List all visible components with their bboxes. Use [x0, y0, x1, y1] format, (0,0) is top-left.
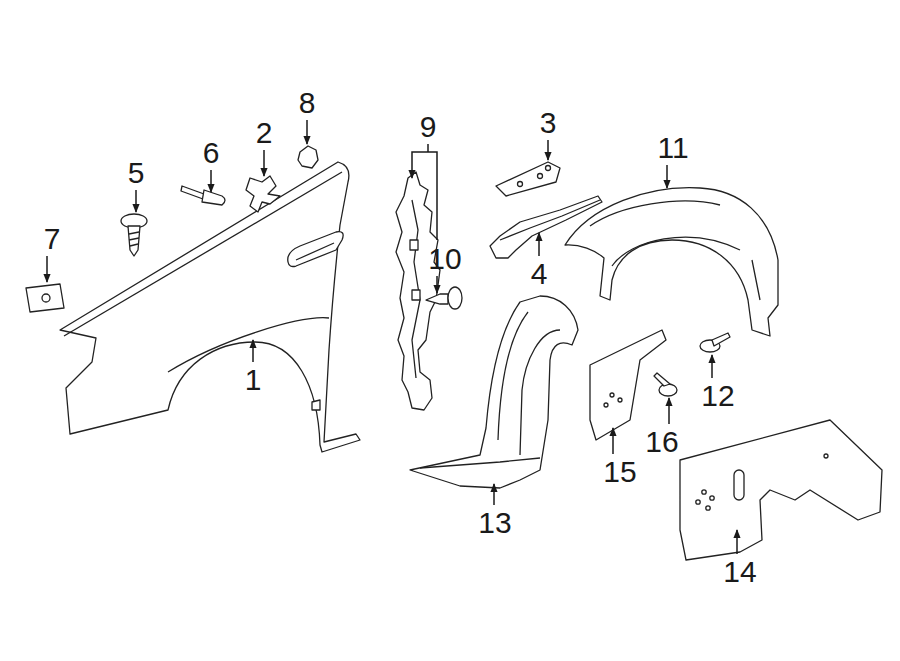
leader-line	[436, 276, 438, 293]
shield-hole	[702, 490, 706, 494]
seal-hole	[412, 290, 420, 300]
underbody-shield	[680, 420, 882, 560]
plate-hole	[546, 166, 551, 171]
shield-hole	[610, 393, 614, 397]
leader-line	[210, 170, 212, 192]
front-wheelhouse-liner	[410, 296, 578, 488]
bolt-shank	[128, 226, 140, 256]
leader-line	[252, 340, 254, 362]
leader-line	[135, 190, 137, 212]
shield-slot	[734, 470, 744, 500]
liner-rib	[420, 458, 540, 468]
rear-wheelhouse-liner	[565, 188, 778, 336]
shield-hole	[710, 496, 714, 500]
shield-hole	[824, 454, 828, 458]
leader-line	[711, 355, 713, 378]
fender-vent-inner	[296, 243, 334, 260]
fender-vent	[288, 232, 343, 267]
leader-line	[666, 165, 668, 188]
leader-line	[306, 120, 308, 144]
callout-number: 10	[428, 244, 461, 274]
plate-hole	[538, 174, 543, 179]
reinforcement-plate	[496, 162, 560, 196]
push-pin-head	[202, 190, 225, 205]
screw	[426, 294, 448, 304]
shield-hole	[706, 506, 710, 510]
clip-hole	[42, 294, 50, 302]
callout-number: 12	[701, 381, 734, 411]
callout-number: 5	[128, 158, 145, 188]
callout-number: 16	[645, 427, 678, 457]
callout-number: 7	[44, 224, 61, 254]
callout-number: 15	[603, 457, 636, 487]
liner-rib	[590, 201, 760, 300]
callout-number: 2	[256, 118, 273, 148]
bracket	[246, 176, 280, 212]
leader-line	[263, 150, 265, 176]
seal-hole	[410, 240, 418, 250]
screw-shank	[654, 373, 670, 386]
fender-tab	[312, 400, 320, 410]
push-pin	[181, 186, 204, 199]
callout-number: 3	[540, 108, 557, 138]
clip-nut	[26, 284, 64, 312]
callout-number: 14	[723, 557, 756, 587]
callout-number: 11	[657, 133, 688, 163]
callout-number: 1	[245, 365, 262, 395]
callout-number: 6	[203, 138, 220, 168]
screw-head	[659, 384, 677, 396]
fender	[60, 162, 360, 452]
leader-line	[46, 256, 48, 282]
leader-line	[493, 484, 495, 505]
callout-number: 4	[531, 259, 548, 289]
screw-head	[448, 287, 462, 309]
leader-line	[538, 233, 540, 256]
callout-number: 8	[299, 88, 316, 118]
callout-number: 13	[478, 508, 511, 538]
liner-rib	[498, 312, 560, 455]
callout-number: 9	[420, 112, 437, 142]
splash-shield	[590, 330, 666, 440]
screw-shank	[712, 333, 730, 346]
shield-hole	[604, 403, 608, 407]
leader-line	[612, 428, 614, 454]
bolt-thread	[129, 232, 139, 246]
leader-line	[736, 530, 738, 554]
bracket-line	[412, 152, 437, 240]
seal-detail	[412, 200, 420, 378]
fender-line	[168, 318, 329, 372]
plate-hole	[518, 182, 523, 187]
leader-line	[427, 144, 429, 152]
leader-line	[547, 140, 549, 160]
leader-line	[668, 398, 670, 424]
shield-hole	[696, 500, 700, 504]
fender-seal	[396, 172, 440, 410]
shield-hole	[618, 398, 622, 402]
small-bracket	[298, 146, 318, 168]
